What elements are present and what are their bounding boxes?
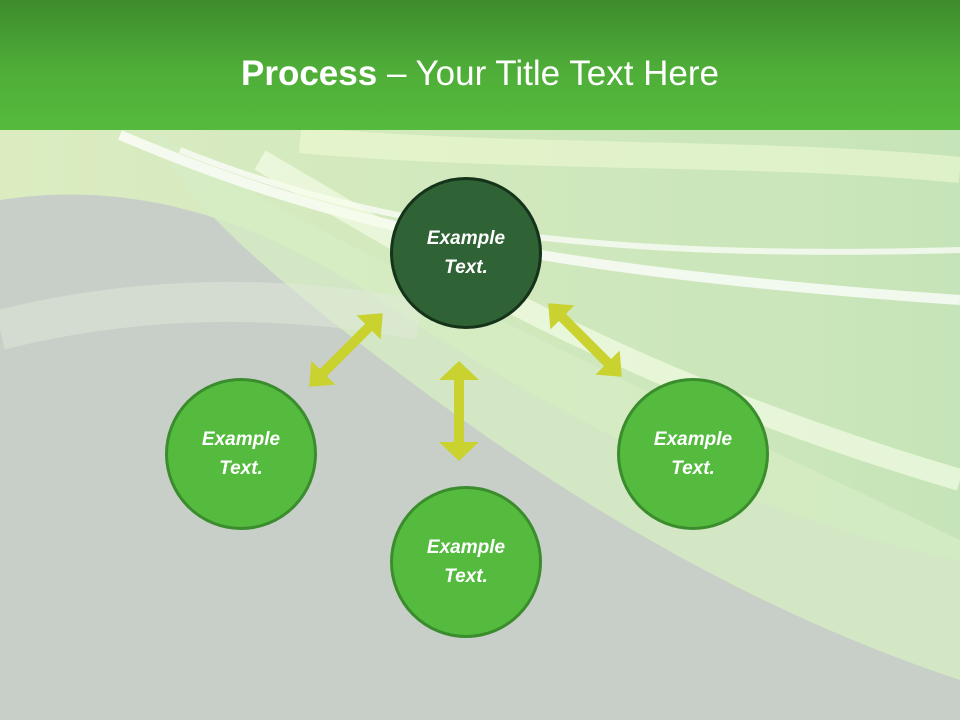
arrow-center-right bbox=[548, 303, 622, 377]
node-bottom-text: Example Text. bbox=[426, 537, 506, 587]
node-right: Example Text. bbox=[617, 378, 769, 530]
node-left: Example Text. bbox=[165, 378, 317, 530]
node-left-text: Example Text. bbox=[201, 429, 281, 479]
node-right-text: Example Text. bbox=[653, 429, 733, 479]
title-bold: Process bbox=[241, 54, 378, 93]
arrow-center-left bbox=[309, 313, 383, 387]
node-bottom: Example Text. bbox=[390, 486, 542, 638]
title-bar bbox=[0, 0, 960, 130]
arrow-center-bottom bbox=[439, 361, 479, 461]
node-center-text: Example Text. bbox=[426, 228, 506, 278]
title-rest: – Your Title Text Here bbox=[377, 54, 719, 93]
slide-title: Process – Your Title Text Here bbox=[0, 52, 960, 96]
node-center: Example Text. bbox=[390, 177, 542, 329]
